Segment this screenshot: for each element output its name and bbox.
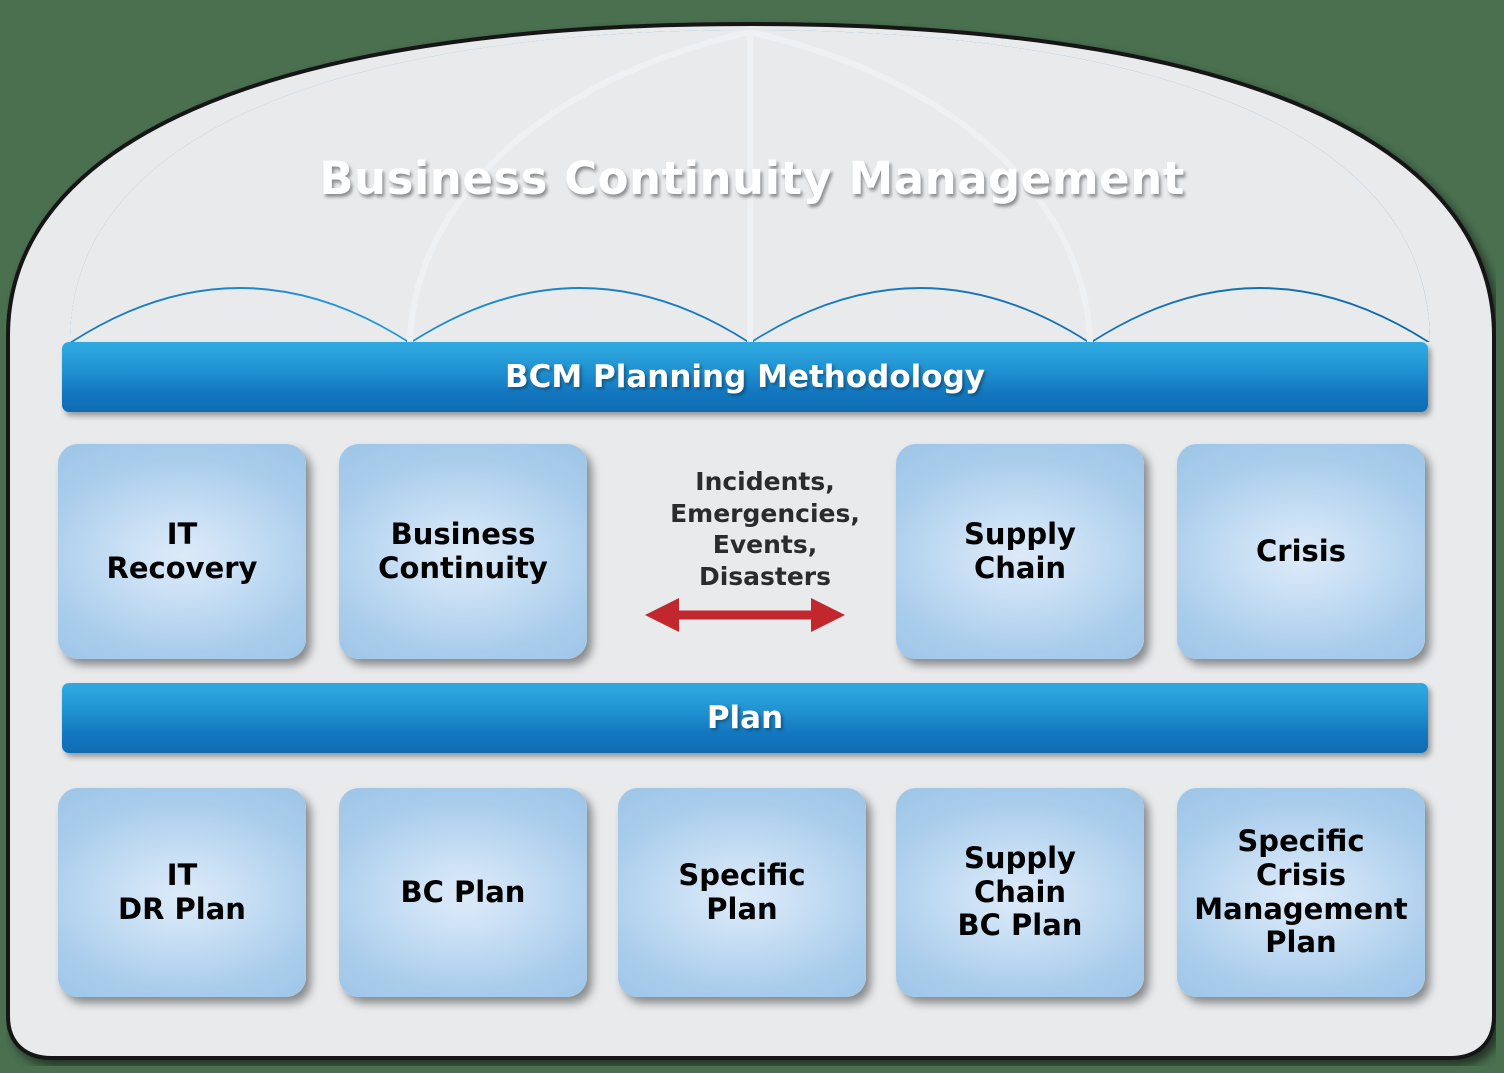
- center-annotation-text: Incidents, Emergencies, Events, Disaster…: [670, 467, 860, 591]
- box-specific-plan[interactable]: Specific Plan: [618, 788, 866, 997]
- double-headed-arrow-icon: [645, 595, 845, 635]
- banner-bcm-planning-methodology[interactable]: BCM Planning Methodology: [62, 342, 1428, 412]
- box-supply-chain-bc-plan[interactable]: Supply Chain BC Plan: [896, 788, 1144, 997]
- box-label: Specific Crisis Management Plan: [1194, 824, 1408, 960]
- box-label: Supply Chain BC Plan: [957, 841, 1083, 943]
- box-it-recovery[interactable]: IT Recovery: [58, 444, 306, 659]
- box-it-dr-plan[interactable]: IT DR Plan: [58, 788, 306, 997]
- umbrella-graphic: [60, 22, 1440, 352]
- box-crisis[interactable]: Crisis: [1177, 444, 1425, 659]
- box-label: Specific Plan: [678, 857, 806, 926]
- box-label: Supply Chain: [964, 516, 1076, 585]
- box-supply-chain[interactable]: Supply Chain: [896, 444, 1144, 659]
- box-label: Crisis: [1256, 533, 1346, 568]
- box-bc-plan[interactable]: BC Plan: [339, 788, 587, 997]
- box-specific-crisis-management-plan[interactable]: Specific Crisis Management Plan: [1177, 788, 1425, 997]
- banner-label: BCM Planning Methodology: [505, 359, 985, 395]
- box-label: IT Recovery: [106, 516, 258, 585]
- box-business-continuity[interactable]: Business Continuity: [339, 444, 587, 659]
- box-label: IT DR Plan: [118, 857, 246, 926]
- box-label: BC Plan: [400, 874, 526, 909]
- banner-plan[interactable]: Plan: [62, 683, 1428, 753]
- banner-label: Plan: [706, 700, 784, 736]
- box-label: Business Continuity: [378, 516, 548, 585]
